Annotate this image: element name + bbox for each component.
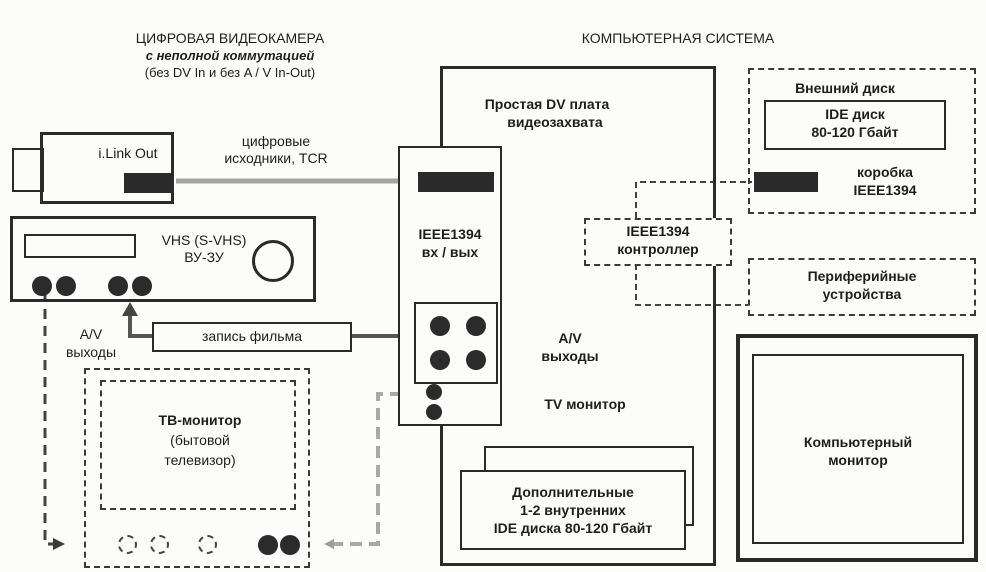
vcr-display xyxy=(24,234,136,258)
system-title: КОМПЬЮТЕРНАЯ СИСТЕМА xyxy=(581,30,775,46)
peripherals-label-1: Периферийные xyxy=(807,268,917,284)
external-disk-title: Внешний диск xyxy=(795,80,895,96)
camcorder-body xyxy=(40,132,174,204)
av-out-card-2: выходы xyxy=(541,348,599,364)
record-arrowhead xyxy=(122,302,138,316)
ilink-out-label: i.Link Out xyxy=(98,145,158,161)
av-jack xyxy=(430,350,450,370)
tv-jack xyxy=(118,535,137,554)
camera-title: ЦИФРОВАЯ ВИДЕОКАМЕРА xyxy=(135,30,325,46)
digital-link-label-1: цифровые xyxy=(241,133,311,149)
tv-jack xyxy=(198,535,217,554)
av-out-card-1: A/V xyxy=(558,330,582,346)
computer-monitor-label-2: монитор xyxy=(828,452,888,468)
external-disk-port xyxy=(754,172,818,192)
tv-label-1: ТВ-монитор xyxy=(158,412,242,428)
computer-monitor-screen xyxy=(752,354,964,544)
computer-monitor-label-1: Компьютерный xyxy=(803,434,913,450)
controller-label-2: контроллер xyxy=(617,241,699,257)
av-jack xyxy=(466,350,486,370)
tv-jack xyxy=(280,535,300,555)
av-out-left-2: выходы xyxy=(65,344,117,360)
capture-card-title-1: Простая DV плата xyxy=(484,96,610,112)
record-film-label: запись фильма xyxy=(201,328,302,344)
vcr-to-tv-dashed xyxy=(43,292,65,550)
controller-label-1: IEEE1394 xyxy=(626,223,690,239)
av-out-left-1: A/V xyxy=(79,326,103,342)
vcr-label-2: ВУ-ЗУ xyxy=(184,249,224,265)
vcr-label-1: VHS (S-VHS) xyxy=(161,232,247,248)
tv-out-jack xyxy=(426,404,442,420)
box-label-1: коробка xyxy=(857,164,913,180)
extra-disk-label-3: IDE диска 80-120 Гбайт xyxy=(493,520,653,536)
ide-disk-label-1: IDE диск xyxy=(825,106,885,122)
camcorder-lens xyxy=(12,148,44,192)
peripherals xyxy=(748,258,976,316)
vcr-knob xyxy=(252,240,294,282)
capture-card-title-2: видеозахвата xyxy=(507,114,603,130)
vcr-jack xyxy=(108,276,128,296)
camera-subtitle: с неполной коммутацией xyxy=(145,48,315,63)
controller-to-peripherals xyxy=(635,264,748,306)
digital-link-label-2: исходники, TCR xyxy=(224,150,328,166)
extra-disk-label-1: Дополнительные xyxy=(512,484,634,500)
av-jack xyxy=(430,316,450,336)
vcr xyxy=(10,216,316,302)
tv-label-2: (бытовой xyxy=(170,432,230,448)
camera-note: (без DV In и без A / V In-Out) xyxy=(144,65,316,80)
ide-disk-label-2: 80-120 Гбайт xyxy=(811,124,899,140)
box-label-2: IEEE1394 xyxy=(853,182,917,198)
ieee-label-1: IEEE1394 xyxy=(418,226,482,242)
record-film-box xyxy=(152,322,352,352)
capture-card xyxy=(398,146,502,426)
tv-screen xyxy=(100,380,296,510)
computer-monitor xyxy=(736,334,978,562)
av-panel xyxy=(414,302,498,384)
ieee-label-2: вх / вых xyxy=(421,244,479,260)
av-jack xyxy=(466,316,486,336)
tv-monitor-label: TV монитор xyxy=(544,396,626,412)
tv-label-3: телевизор) xyxy=(164,452,236,468)
ieee-controller xyxy=(584,218,732,266)
vcr-jack xyxy=(132,276,152,296)
card-to-tv-dashed xyxy=(324,392,402,549)
vcr-jack xyxy=(56,276,76,296)
ilink-port xyxy=(124,173,172,193)
external-disk xyxy=(748,68,976,214)
extra-disk-label-2: 1-2 внутренних xyxy=(520,502,626,518)
tv-set xyxy=(84,368,310,568)
extra-disk-front xyxy=(460,470,686,550)
ide-disk xyxy=(764,100,946,150)
tv-out-jack xyxy=(426,384,442,400)
tv-jack xyxy=(150,535,169,554)
tv-jack xyxy=(258,535,278,555)
ieee1394-port xyxy=(418,172,494,192)
vcr-jack xyxy=(32,276,52,296)
peripherals-label-2: устройства xyxy=(822,286,902,302)
